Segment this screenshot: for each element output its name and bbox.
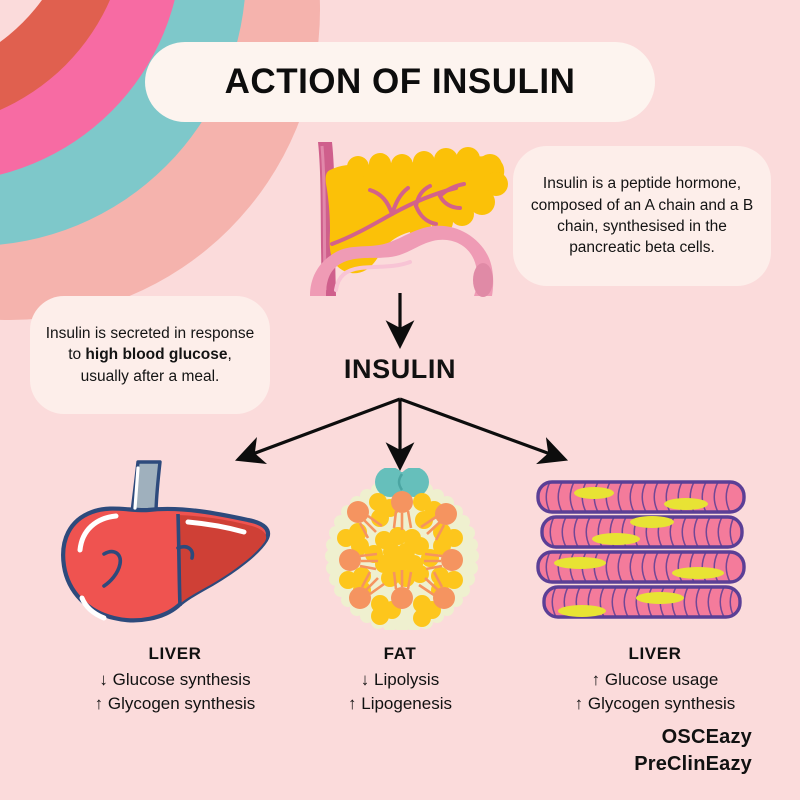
caption-fat-title: FAT [383,644,417,663]
note-left-text: Insulin is secreted in response to high … [44,323,256,387]
caption-fat-effect-1: ↓ Lipolysis [360,670,440,690]
branding: OSCEazy PreClinEazy [634,724,752,778]
insulin-label: INSULIN [343,354,457,384]
note-right-text: Insulin is a peptide hormone, composed o… [530,175,754,257]
caption-fat-effect-2: ↑ Lipogenesis [348,694,452,714]
page-title: ACTION OF INSULIN [224,62,576,101]
note-left-part2: , usually after a meal. [80,346,232,385]
muscle-fibre-illustration [528,478,752,622]
note-left-part1: Insulin is secreted in response to [45,324,255,364]
caption-muscle-effect-1: ↑ Glucose usage [591,670,719,690]
note-insulin-secretion: Insulin is secreted in response to high … [30,296,270,414]
caption-liver-effect-1: ↓ Glucose synthesis [99,670,251,690]
caption-muscle-effect-2: ↑ Glycogen synthesis [574,694,736,714]
caption-liver-title: LIVER [148,644,202,663]
branding-line-2: PreClinEazy [634,753,752,775]
note-left-bold: high blood glucose [85,346,228,364]
note-insulin-structure: Insulin is a peptide hormone, composed o… [513,146,771,286]
fat-cell-illustration [318,467,486,633]
caption-liver-effect-2: ↑ Glycogen synthesis [94,694,256,714]
caption-muscle: LIVER ↑ Glucose usage ↑ Glycogen synthes… [515,642,795,716]
caption-fat: FAT ↓ Lipolysis ↑ Lipogenesis [300,642,500,716]
arc-coral [0,0,78,78]
caption-liver: LIVER ↓ Glucose synthesis ↑ Glycogen syn… [45,642,305,716]
arc-lightpink [0,0,246,246]
liver-illustration [52,458,280,630]
caption-muscle-title: LIVER [628,644,682,663]
branding-line-1: OSCEazy [661,726,752,748]
pancreas-illustration [296,140,514,298]
arc-pink [0,0,128,128]
page-title-pill: ACTION OF INSULIN [145,42,655,122]
